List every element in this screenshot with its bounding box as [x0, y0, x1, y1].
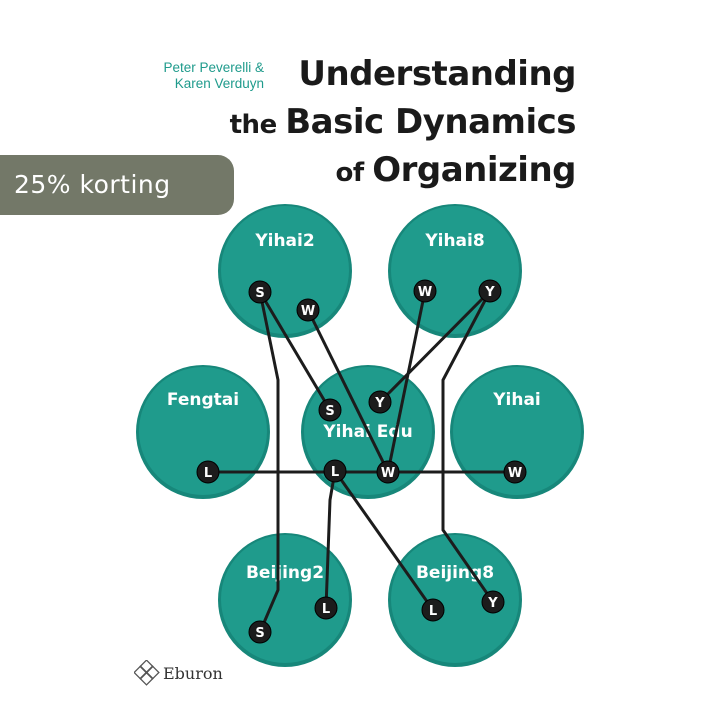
- node-label-edw: W: [381, 466, 395, 481]
- node-yw: [503, 460, 527, 484]
- node-eds: [318, 398, 342, 422]
- connection-line: [333, 470, 435, 611]
- circle-label-yihai: Yihai: [492, 390, 541, 410]
- node-label-yw: W: [508, 466, 522, 481]
- node-b2s: [248, 620, 272, 644]
- circle-label-yihai2: Yihai2: [254, 231, 314, 251]
- node-fl: [196, 460, 220, 484]
- node-label-b8l: L: [429, 604, 437, 619]
- connection-line: [258, 291, 280, 633]
- connection-line: [258, 291, 332, 411]
- node-b8y: [481, 590, 505, 614]
- discount-badge: 25% korting: [0, 155, 234, 215]
- title-line-1: Understanding: [298, 54, 576, 94]
- node-label-y8w: W: [418, 285, 432, 300]
- title-line-2: Basic Dynamics: [285, 102, 576, 142]
- circle-fengtai: [139, 367, 267, 495]
- publisher-logo: Eburon: [134, 660, 223, 686]
- circle-beijing8: [391, 535, 519, 663]
- node-edy: [368, 390, 392, 414]
- authors: Peter Peverelli & Karen Verduyn: [140, 60, 264, 92]
- circle-label-beijing8: Beijing8: [416, 563, 494, 583]
- node-b8l: [421, 598, 445, 622]
- node-label-y8y: Y: [484, 285, 495, 300]
- node-label-fl: L: [204, 466, 212, 481]
- node-label-y2w: W: [301, 304, 315, 319]
- node-label-b2s: S: [255, 626, 264, 641]
- connection-line: [378, 289, 492, 404]
- node-label-edl: L: [331, 465, 339, 480]
- author-2: Karen Verduyn: [174, 76, 264, 91]
- node-y2s: [248, 280, 272, 304]
- node-label-b2l: L: [322, 602, 330, 617]
- connection-line: [306, 309, 390, 473]
- circle-yihai: [453, 367, 581, 495]
- publisher-name: Eburon: [163, 663, 223, 683]
- connection-line: [386, 290, 427, 473]
- node-label-y2s: S: [255, 286, 264, 301]
- eburon-diamond-icon: [134, 660, 160, 686]
- book-title: Understanding the Basic Dynamics of Orga…: [229, 54, 577, 190]
- node-y8y: [478, 279, 502, 303]
- node-label-edy: Y: [374, 396, 385, 411]
- circle-yihai2: [221, 206, 349, 334]
- circle-yihai8: [391, 206, 519, 334]
- node-b2l: [314, 596, 338, 620]
- circle-label-fengtai: Fengtai: [167, 390, 239, 410]
- node-edw: [376, 460, 400, 484]
- title-line-3: Organizing: [372, 150, 576, 190]
- node-edl: [323, 459, 347, 483]
- connection-line: [441, 290, 495, 603]
- circle-label-yihai8: Yihai8: [424, 231, 484, 251]
- circle-label-beijing2: Beijing2: [246, 563, 324, 583]
- node-y2w: [296, 298, 320, 322]
- author-1: Peter Peverelli &: [163, 60, 264, 75]
- node-label-eds: S: [325, 404, 334, 419]
- node-y8w: [413, 279, 437, 303]
- node-label-b8y: Y: [487, 596, 498, 611]
